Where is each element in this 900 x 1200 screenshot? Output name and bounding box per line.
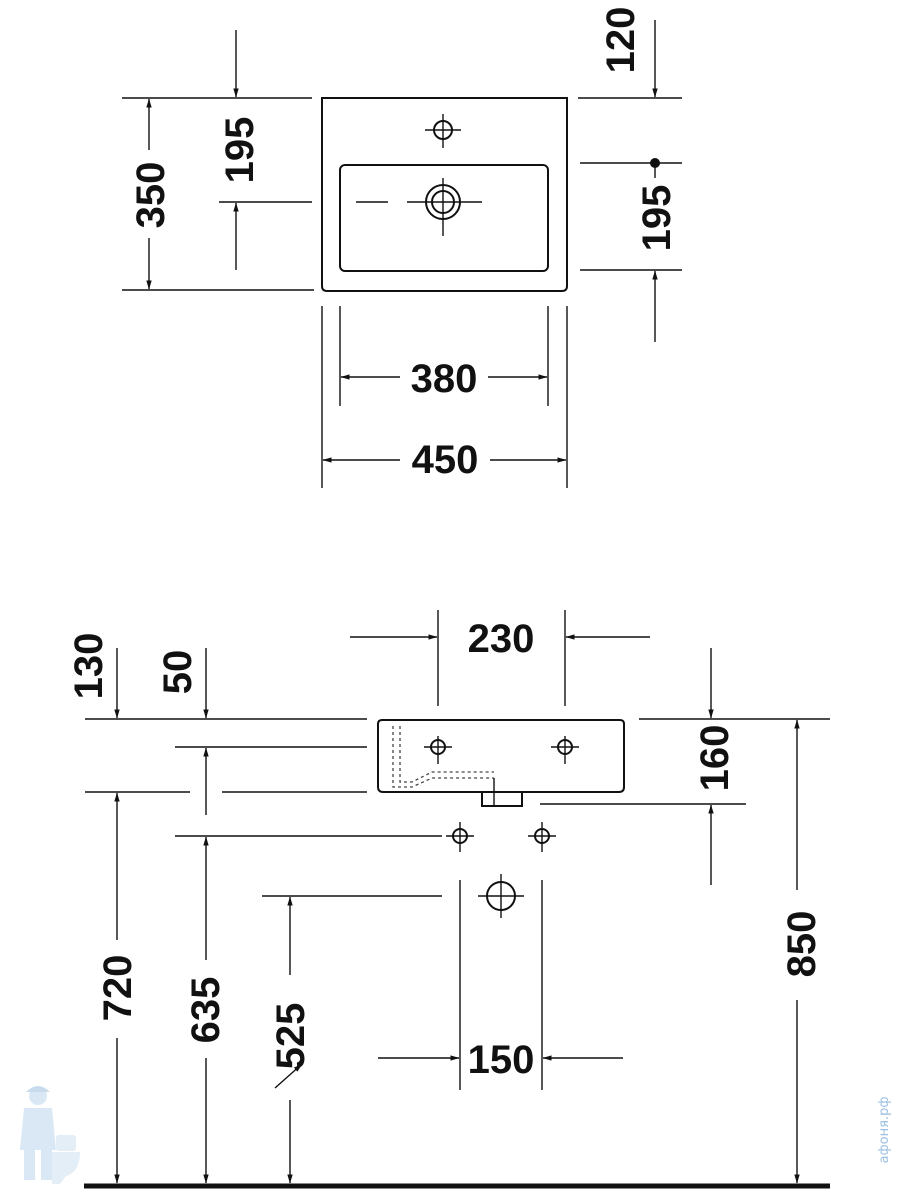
dim-label-635: 635 [184, 977, 228, 1044]
tap-hole-icon [425, 114, 461, 148]
basin-profile [377, 719, 625, 793]
drain-hole-icon [356, 178, 482, 236]
basin-outline [321, 97, 568, 292]
dim-label-380: 380 [411, 357, 478, 401]
dim-label-450: 450 [412, 438, 479, 482]
wall-hole-left-icon [446, 822, 474, 852]
top-view: 120 195 350 195 380 450 [122, 7, 682, 488]
dim-label-350: 350 [129, 162, 173, 229]
dim-label-195-left: 195 [218, 117, 262, 184]
waste-outlet-icon [478, 874, 524, 918]
dim-label-160: 160 [693, 725, 737, 792]
dim-label-720: 720 [96, 955, 140, 1022]
drain-spout [481, 791, 523, 807]
wall-hole-right-icon [528, 822, 556, 852]
dim-label-195-right: 195 [635, 185, 679, 252]
bowl-outline [339, 164, 549, 272]
dim-label-525: 525 [269, 1003, 313, 1070]
side-view: 230 130 50 160 720 635 525 150 850 [67, 610, 830, 1189]
watermark-text: афоня.рф [877, 1097, 892, 1164]
mount-hole-right-icon [551, 736, 579, 764]
dim-label-130: 130 [67, 633, 111, 700]
dim-label-50: 50 [156, 650, 200, 695]
dim-label-120: 120 [599, 7, 643, 74]
dim-label-150: 150 [468, 1038, 535, 1082]
dim-label-230: 230 [468, 617, 535, 661]
mount-hole-left-icon [424, 736, 452, 764]
bowl-hidden-line [392, 726, 494, 788]
plumber-mascot-icon [20, 1086, 80, 1184]
dim-label-850: 850 [780, 911, 824, 978]
